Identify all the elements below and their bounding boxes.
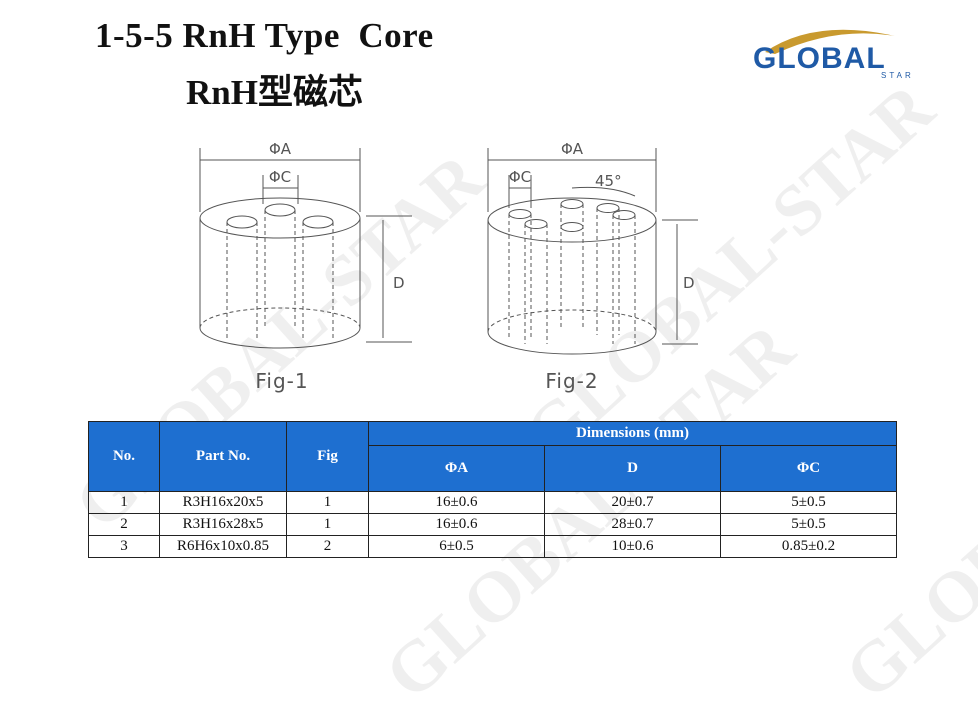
- fig1-label-d: D: [393, 274, 405, 292]
- fig2-label-angle: 45°: [595, 172, 622, 190]
- logo-arc-icon: [765, 29, 895, 54]
- header-no: No.: [88, 421, 160, 492]
- fig1-label-c: ΦC: [269, 168, 291, 186]
- header-dimensions: Dimensions (mm): [367, 421, 898, 446]
- header-d: D: [544, 445, 721, 492]
- cell-c: 0.85±0.2: [719, 535, 898, 558]
- cell-d: 10±0.6: [544, 535, 721, 558]
- cell-a: 6±0.5: [368, 535, 545, 558]
- table-row: 3 R6H6x10x0.85 2 6±0.5 10±0.6 0.85±0.2: [88, 535, 898, 558]
- cell-fig: 1: [286, 513, 369, 536]
- cell-no: 3: [88, 535, 160, 558]
- cell-fig: 2: [286, 535, 369, 558]
- logo-word: GLOBAL: [753, 42, 886, 75]
- fig2-drawing: [487, 148, 698, 355]
- header-a: ΦA: [368, 445, 545, 492]
- fig2-caption: Fig-2: [545, 369, 598, 393]
- fig2-label-c: ΦC: [509, 168, 531, 186]
- header-part-no: Part No.: [159, 421, 287, 492]
- cell-a: 16±0.6: [368, 491, 545, 514]
- fig2-label-a: ΦA: [561, 140, 584, 158]
- fig1-label-a: ΦA: [269, 140, 292, 158]
- cell-c: 5±0.5: [719, 513, 898, 536]
- fig1-drawing: [199, 148, 412, 349]
- core-figures: ΦA ΦC D ΦA ΦC 45° D Fig-1 Fig-2: [199, 140, 698, 393]
- global-star-logo: GLOBAL STAR: [745, 24, 930, 86]
- cell-part-no: R3H16x28x5: [159, 513, 287, 536]
- cell-c: 5±0.5: [719, 491, 898, 514]
- fig2-label-d: D: [683, 274, 695, 292]
- cell-no: 2: [88, 513, 160, 536]
- cell-d: 28±0.7: [544, 513, 721, 536]
- cell-part-no: R6H6x10x0.85: [159, 535, 287, 558]
- page-title: 1-5-5 RnH Type Core: [95, 16, 434, 55]
- header-c: ΦC: [719, 445, 898, 492]
- table-row: 2 R3H16x28x5 1 16±0.6 28±0.7 5±0.5: [88, 513, 898, 536]
- cell-part-no: R3H16x20x5: [159, 491, 287, 514]
- page-subtitle-cn: RnH型磁芯: [186, 73, 363, 112]
- cell-d: 20±0.7: [544, 491, 721, 514]
- header-fig: Fig: [286, 421, 369, 492]
- cell-no: 1: [88, 491, 160, 514]
- cell-a: 16±0.6: [368, 513, 545, 536]
- spec-table: No. Part No. Fig Dimensions (mm) ΦA D ΦC…: [88, 421, 898, 558]
- cell-fig: 1: [286, 491, 369, 514]
- table-row: 1 R3H16x20x5 1 16±0.6 20±0.7 5±0.5: [88, 491, 898, 514]
- fig1-caption: Fig-1: [255, 369, 308, 393]
- logo-sub: STAR: [881, 71, 914, 80]
